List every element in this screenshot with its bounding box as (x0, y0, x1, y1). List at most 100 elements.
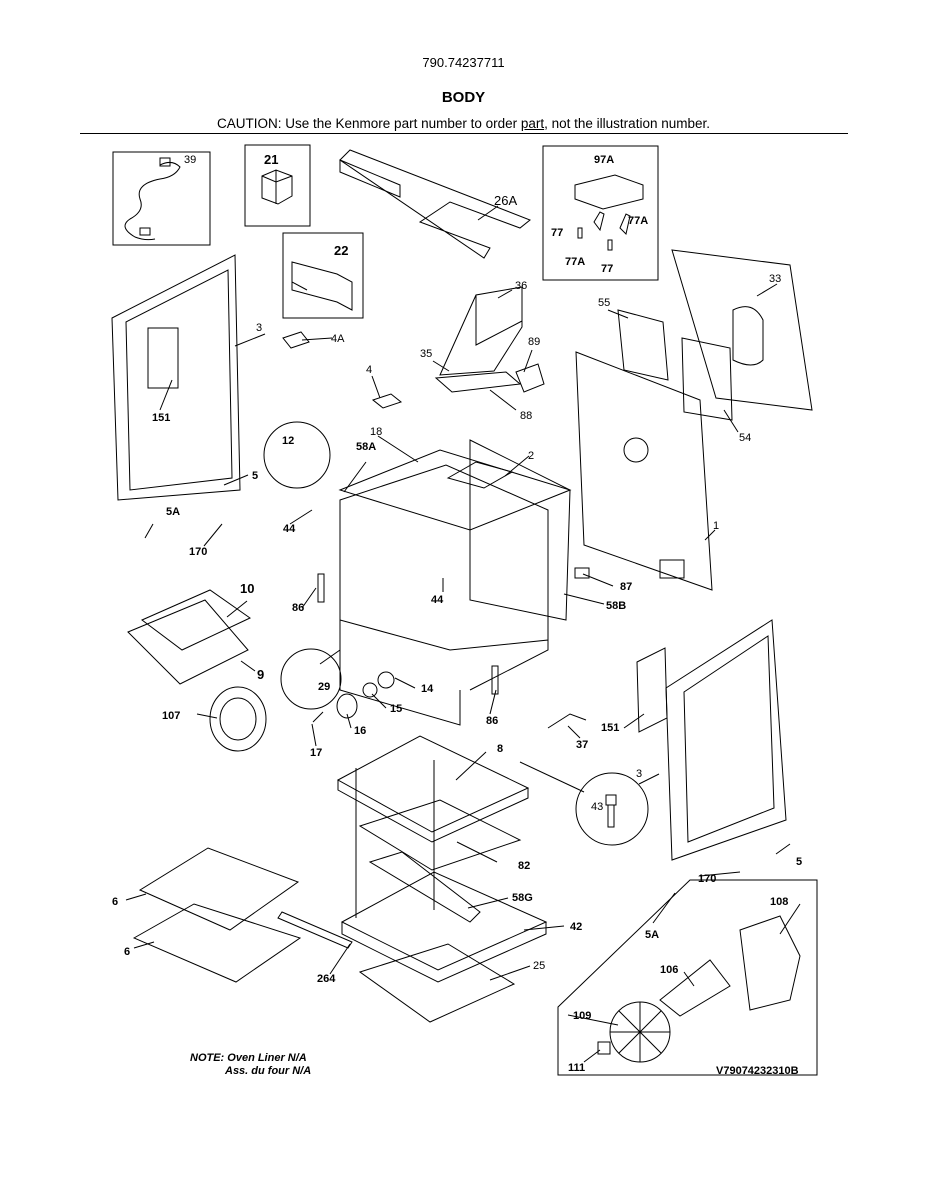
inset-circle-43 (575, 772, 649, 846)
callout-88: 88 (520, 410, 532, 422)
part-151-left-bracket (147, 327, 179, 389)
callout-5-right: 5 (796, 856, 802, 868)
callout-42: 42 (570, 921, 582, 933)
part-82-panel (358, 799, 522, 871)
callout-43: 43 (591, 801, 603, 813)
part-111-nut (597, 1041, 611, 1055)
callout-58B: 58B (606, 600, 626, 612)
callout-5-left: 5 (252, 470, 258, 482)
model-number: 790.74237711 (422, 55, 505, 70)
callout-86-left: 86 (292, 602, 304, 614)
inset-circle-29 (280, 648, 342, 710)
callout-151-right: 151 (601, 722, 619, 734)
callout-58A: 58A (356, 441, 376, 453)
caution-text: CAUTION: Use the Kenmore part number to … (0, 116, 927, 131)
part-89-bracket (515, 363, 545, 393)
callout-86-right: 86 (486, 715, 498, 727)
part-oven-cavity (339, 464, 549, 726)
callout-4A: 4A (331, 333, 345, 345)
part-6-oven-rack-bottom (132, 903, 302, 983)
part-58A-insulation (338, 449, 572, 531)
callout-36: 36 (515, 280, 527, 292)
callout-54: 54 (739, 432, 751, 444)
part-33-back-panel (671, 249, 813, 411)
part-109-fan-blade (609, 1001, 671, 1063)
callout-5A-left: 5A (166, 506, 180, 518)
header-rule (80, 133, 848, 134)
part-54-bracket (681, 337, 733, 421)
callout-10: 10 (240, 581, 254, 596)
callout-151-left: 151 (152, 412, 170, 424)
part-6-oven-rack-top (138, 847, 300, 931)
part-9-broil-pan (127, 599, 249, 685)
callout-89: 89 (528, 336, 540, 348)
callout-22: 22 (334, 243, 348, 258)
callout-35: 35 (420, 348, 432, 360)
callout-77-a: 77 (551, 227, 563, 239)
callout-8: 8 (497, 743, 503, 755)
callout-87: 87 (620, 581, 632, 593)
callout-9: 9 (257, 667, 264, 682)
inset-box-22 (282, 232, 364, 319)
callout-6-bottom: 6 (124, 946, 130, 958)
callout-77-b: 77 (601, 263, 613, 275)
callout-17: 17 (310, 747, 322, 759)
part-86-bracket-right (491, 665, 499, 695)
callout-170-left: 170 (189, 546, 207, 558)
part-37-wire (547, 713, 587, 729)
part-151-right-bracket (636, 647, 668, 733)
callout-58G: 58G (512, 892, 533, 904)
callout-111: 111 (568, 1062, 585, 1074)
part-14-15-16-17-light (312, 671, 395, 723)
part-10-broil-element-cover (141, 589, 251, 651)
callout-170-right: 170 (698, 873, 716, 885)
inset-box-convection-fan (557, 879, 818, 1076)
callout-1: 1 (713, 520, 719, 532)
callout-26A: 26A (494, 193, 517, 208)
part-87-connector (574, 567, 590, 579)
inset-circle-12 (263, 421, 331, 489)
callout-14: 14 (421, 683, 434, 695)
callout-15: 15 (390, 703, 402, 715)
inset-box-39 (112, 151, 211, 246)
callout-109: 109 (573, 1010, 591, 1022)
part-55-cover (617, 309, 669, 381)
caution-prefix: CAUTION: Use the Kenmore part number to … (217, 116, 521, 131)
callout-12: 12 (282, 435, 294, 447)
callout-5A-right: 5A (645, 929, 659, 941)
drawing-code: V79074232310B (716, 1065, 799, 1077)
part-3-left-door-panel (111, 254, 241, 501)
part-1-rear-panel (575, 351, 713, 591)
part-106-shaft (659, 959, 731, 1017)
callout-4: 4 (366, 364, 372, 376)
part-4-clip (371, 393, 403, 409)
caution-suffix: , not the illustration number. (544, 116, 710, 131)
part-4A-clip (282, 331, 310, 349)
callout-labels: 39 21 26A 97A 22 77 77A 77A 77 33 3 4A 3… (112, 152, 802, 1074)
caution-link: part (520, 116, 545, 131)
callout-264: 264 (317, 973, 336, 985)
leader-lines (125, 205, 801, 1063)
callout-77A-right: 77A (628, 215, 648, 227)
part-35-plate (434, 371, 522, 393)
part-107-fan-cover (209, 686, 267, 752)
callout-82: 82 (518, 860, 530, 872)
callout-97A: 97A (594, 154, 614, 166)
callout-33: 33 (769, 273, 781, 285)
callout-107: 107 (162, 710, 180, 722)
callout-3-right: 3 (636, 768, 642, 780)
callout-106: 106 (660, 964, 678, 976)
callout-3-left: 3 (256, 322, 262, 334)
callout-39: 39 (184, 154, 196, 166)
part-86-bracket-left (317, 573, 325, 603)
callout-77A-left: 77A (565, 256, 585, 268)
callout-21: 21 (264, 152, 278, 167)
part-36-duct (439, 286, 523, 376)
callout-55: 55 (598, 297, 610, 309)
part-43-screw (605, 794, 617, 828)
callout-25: 25 (533, 960, 545, 972)
callout-6-top: 6 (112, 896, 118, 908)
callout-37: 37 (576, 739, 588, 751)
callout-16: 16 (354, 725, 366, 737)
